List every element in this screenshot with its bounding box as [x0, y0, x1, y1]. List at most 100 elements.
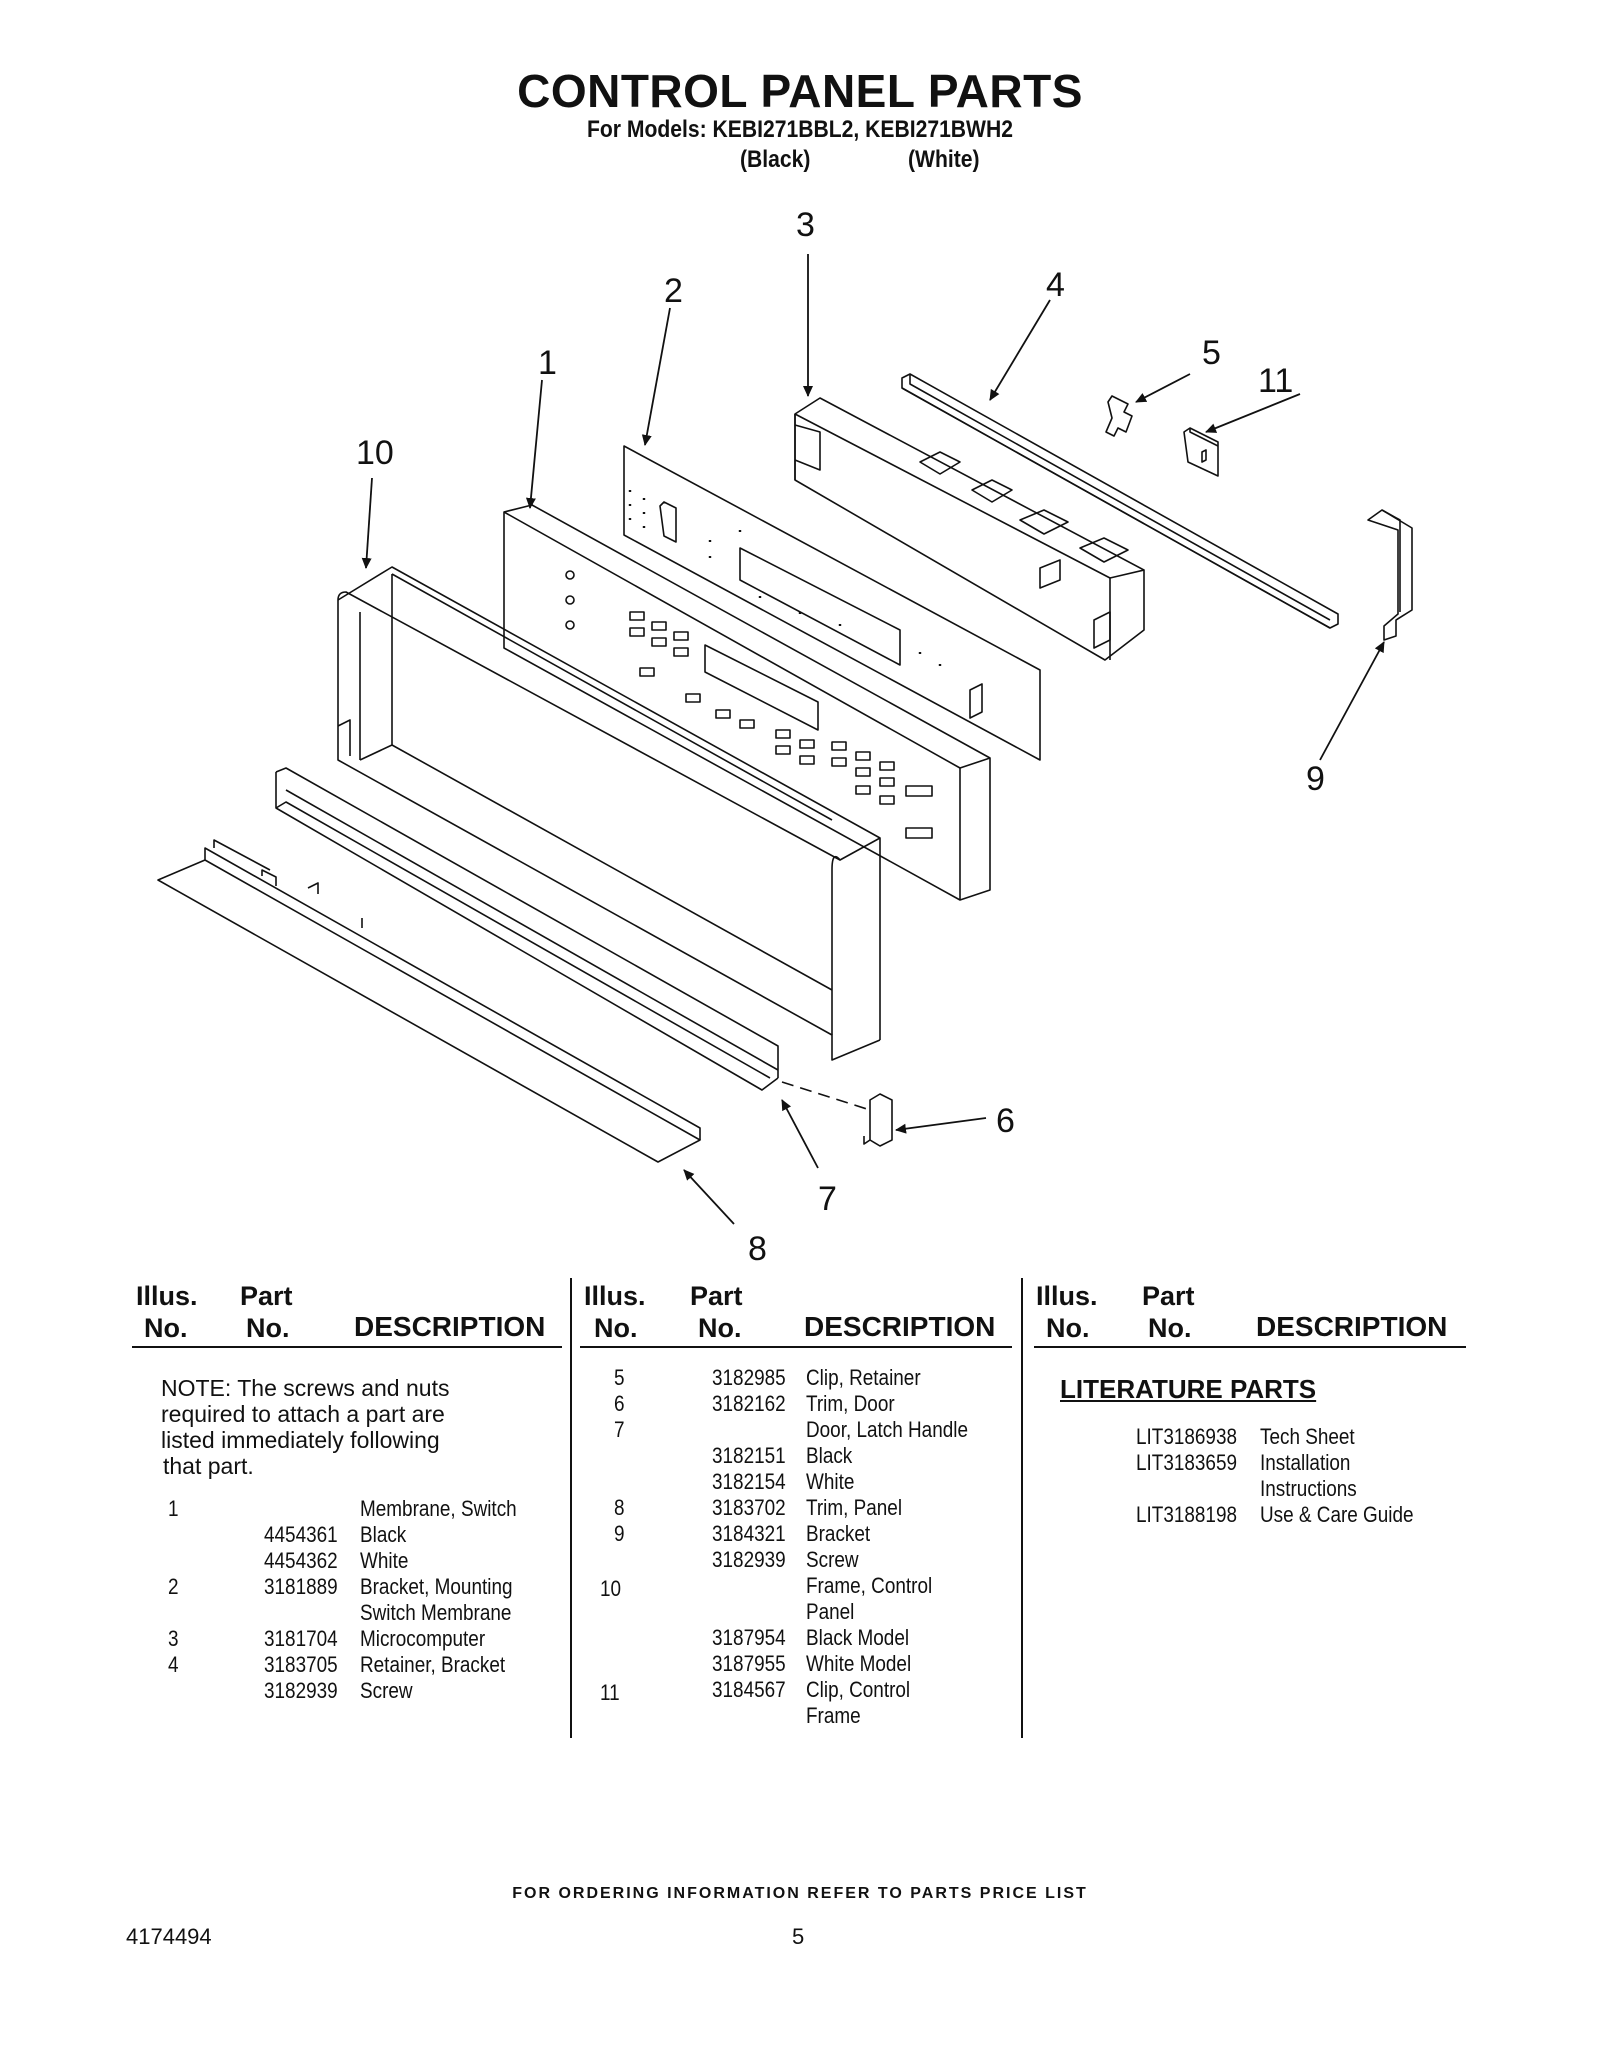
col2-row13-desc: Clip, Control — [806, 1677, 911, 1702]
col2-head-part: Part — [690, 1281, 743, 1311]
col2-row5-part: 3182154 — [712, 1469, 786, 1494]
callout-9: 9 — [1306, 760, 1325, 798]
variant-white-label: (White) — [908, 146, 980, 173]
col2-row11-part: 3187954 — [712, 1625, 786, 1650]
leader-4 — [989, 299, 1051, 401]
note-line-2: required to attach a part are — [161, 1401, 445, 1427]
leader-6 — [895, 1117, 987, 1134]
col2-row7-part: 3184321 — [712, 1521, 786, 1546]
col2-row4-desc: Black — [806, 1443, 853, 1468]
col1-head-description: DESCRIPTION — [354, 1311, 546, 1342]
col2-row6-part: 3183702 — [712, 1495, 786, 1520]
leader-10 — [361, 477, 373, 569]
col2-header-rule — [580, 1346, 1012, 1348]
part-4-retainer-bracket — [901, 373, 1339, 629]
col1-row5-desc: Switch Membrane — [360, 1600, 512, 1625]
col3-header-rule — [1034, 1346, 1466, 1348]
col2-row2-desc: Trim, Door — [806, 1391, 895, 1416]
col1-row7-illus: 4 — [168, 1652, 179, 1677]
part-6-trim-door — [863, 1093, 893, 1147]
col1-row6-illus: 3 — [168, 1626, 179, 1651]
col2-row12-desc: White Model — [806, 1651, 912, 1676]
col2-row9-desc: Frame, Control — [806, 1573, 933, 1598]
col2-row13-illus: 11 — [600, 1680, 620, 1705]
col2-head-illus: Illus. — [584, 1281, 646, 1311]
col3-head-illus: Illus. — [1036, 1281, 1098, 1311]
col1-row1-illus: 1 — [168, 1496, 179, 1521]
lit-row2-part: LIT3183659 — [1136, 1450, 1237, 1475]
note-line-1: NOTE: The screws and nuts — [161, 1375, 450, 1401]
col2-row8-part: 3182939 — [712, 1547, 786, 1572]
col1-row4-illus: 2 — [168, 1574, 179, 1599]
col1-row6-desc: Microcomputer — [360, 1626, 486, 1651]
leader-7 — [781, 1099, 819, 1169]
col2-head-illus-no: No. — [594, 1313, 638, 1343]
col1-row8-desc: Screw — [360, 1678, 413, 1703]
col1-row7-part: 3183705 — [264, 1652, 338, 1677]
col1-row4-desc: Bracket, Mounting — [360, 1574, 513, 1599]
note-line-4: that part. — [163, 1453, 254, 1479]
col2-head-description: DESCRIPTION — [804, 1311, 996, 1342]
part-5-clip-retainer — [1105, 395, 1133, 437]
callout-6: 6 — [996, 1102, 1015, 1140]
col2-row1-illus: 5 — [614, 1365, 625, 1390]
col1-row6-part: 3181704 — [264, 1626, 338, 1651]
callout-11: 11 — [1258, 362, 1293, 400]
col2-row7-desc: Bracket — [806, 1521, 871, 1546]
col1-row7-desc: Retainer, Bracket — [360, 1652, 506, 1677]
col2-row11-desc: Black Model — [806, 1625, 910, 1650]
col1-row1-desc: Membrane, Switch — [360, 1496, 517, 1521]
col3-head-part: Part — [1142, 1281, 1195, 1311]
col1-row3-part: 4454362 — [264, 1548, 338, 1573]
col1-head-part: Part — [240, 1281, 293, 1311]
callout-8: 8 — [748, 1230, 767, 1268]
literature-heading: LITERATURE PARTS — [1060, 1374, 1317, 1404]
ordering-footer: FOR ORDERING INFORMATION REFER TO PARTS … — [512, 1885, 1088, 1902]
part-7-door-latch-handle — [275, 767, 779, 1091]
document-number: 4174494 — [126, 1924, 212, 1949]
part-9-bracket — [1367, 509, 1413, 641]
leader-1 — [525, 379, 543, 509]
leader-9 — [1319, 641, 1385, 761]
col2-row13-part: 3184567 — [712, 1677, 786, 1702]
model-list: For Models: KEBI271BBL2, KEBI271BWH2 — [586, 116, 1014, 143]
col1-head-illus: Illus. — [136, 1281, 198, 1311]
col1-head-part-no: No. — [246, 1313, 290, 1343]
col1-row2-desc: Black — [360, 1522, 407, 1547]
callout-1: 1 — [538, 344, 557, 382]
col3-head-illus-no: No. — [1046, 1313, 1090, 1343]
col2-row4-part: 3182151 — [712, 1443, 786, 1468]
callout-4: 4 — [1046, 266, 1065, 304]
col2-row10-desc: Panel — [806, 1599, 855, 1624]
col2-row1-part: 3182985 — [712, 1365, 786, 1390]
col2-row12-part: 3187955 — [712, 1651, 786, 1676]
page-title: CONTROL PANEL PARTS — [517, 65, 1083, 117]
part-3-microcomputer — [794, 397, 1145, 661]
col2-row7-illus: 9 — [614, 1521, 625, 1546]
leader-8 — [683, 1169, 735, 1225]
callout-10: 10 — [356, 434, 394, 472]
col1-row4-part: 3181889 — [264, 1574, 338, 1599]
callout-2: 2 — [664, 272, 683, 310]
part-1-membrane-switch — [503, 500, 991, 901]
page-number: 5 — [792, 1924, 805, 1949]
col2-head-part-no: No. — [698, 1313, 742, 1343]
lit-row4-desc: Use & Care Guide — [1260, 1502, 1414, 1527]
lit-row4-part: LIT3188198 — [1136, 1502, 1237, 1527]
col2-row8-desc: Screw — [806, 1547, 859, 1572]
col2-row3-illus: 7 — [614, 1417, 625, 1442]
col1-header-rule — [132, 1346, 562, 1348]
leader-5 — [1135, 373, 1191, 403]
column-divider-2 — [1021, 1278, 1023, 1738]
col2-row9-illus: 10 — [600, 1576, 622, 1601]
callout-5: 5 — [1202, 334, 1221, 372]
callout-3: 3 — [796, 206, 815, 244]
note-line-3: listed immediately following — [161, 1427, 440, 1453]
col2-row2-part: 3182162 — [712, 1391, 786, 1416]
leader-2 — [641, 307, 671, 446]
exploded-parts-diagram: 1 2 3 4 5 6 7 8 9 10 11 — [157, 206, 1413, 1268]
col2-row2-illus: 6 — [614, 1391, 625, 1416]
col2-row5-desc: White — [806, 1469, 855, 1494]
col3-head-description: DESCRIPTION — [1256, 1311, 1448, 1342]
part-11-clip-control-frame — [1183, 427, 1219, 477]
